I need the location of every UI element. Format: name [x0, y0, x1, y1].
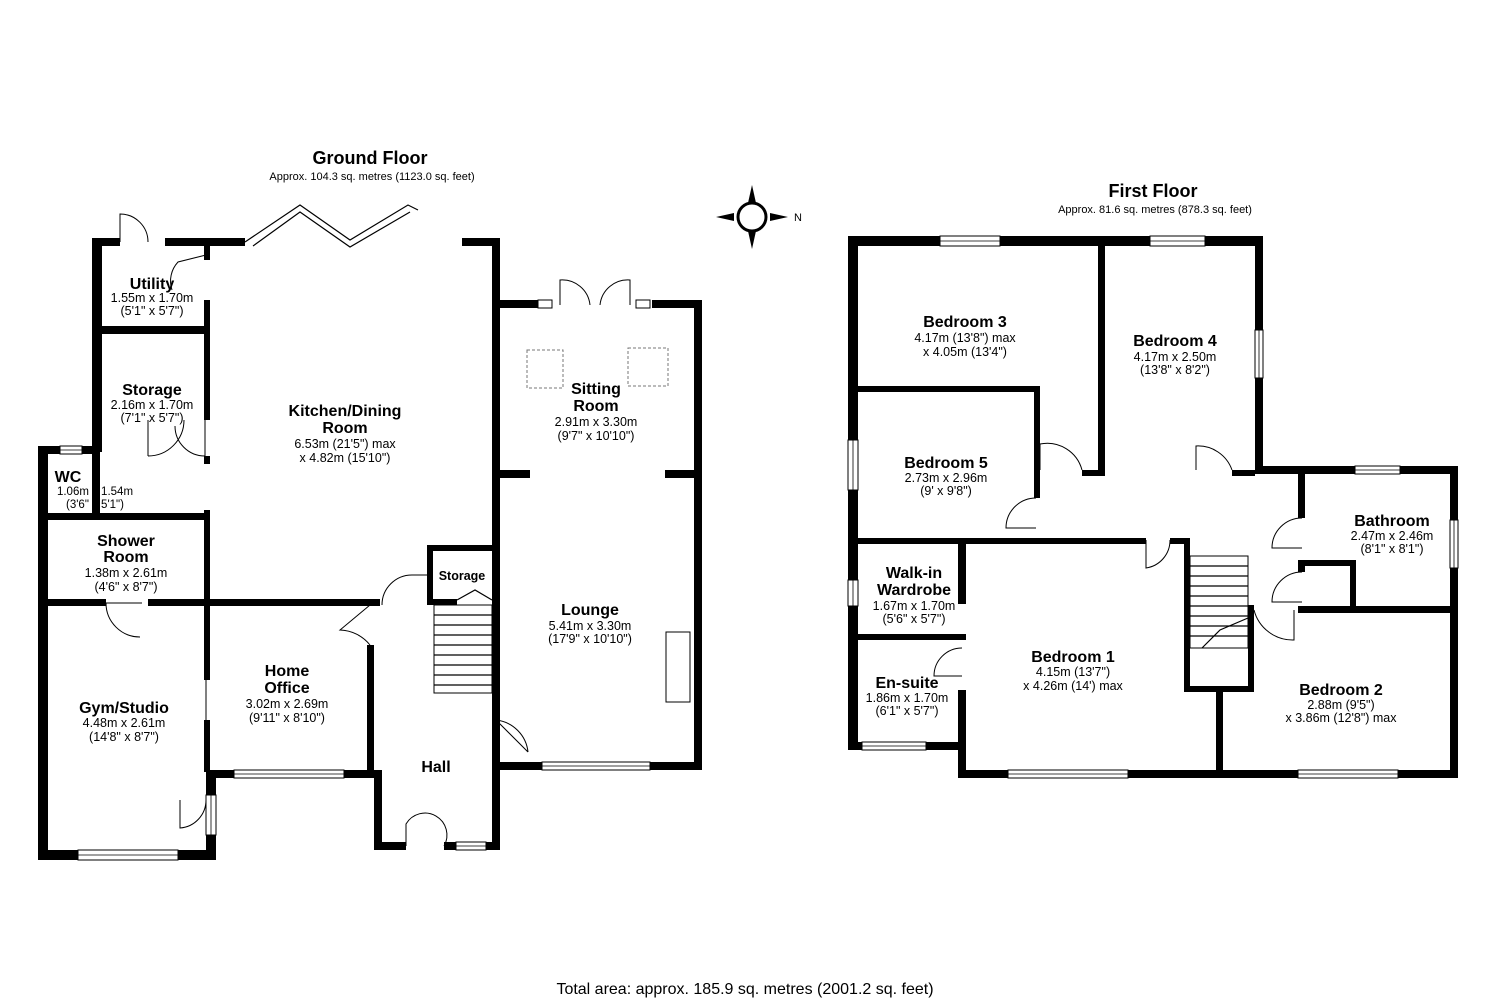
office-name-2: Office: [264, 680, 309, 697]
wardrobe-dim-metric: 1.67m x 1.70m: [873, 599, 956, 613]
bed2-name: Bedroom 2: [1299, 682, 1383, 699]
bed1-name: Bedroom 1: [1031, 649, 1115, 666]
first-floor-windows: [847, 235, 1459, 779]
sitting-name-2: Room: [573, 398, 618, 415]
wc-name: WC: [55, 469, 82, 486]
first-floor-stairs: [1189, 555, 1249, 649]
gym-dim-imperial: (14'8" x 8'7"): [89, 730, 159, 744]
kitchen-name-1: Kitchen/Dining: [289, 403, 402, 420]
kitchen-dim-2: x 4.82m (15'10"): [300, 451, 391, 465]
office-dim-imperial: (9'11" x 8'10"): [249, 711, 325, 725]
shower-name-2: Room: [103, 549, 148, 566]
lounge-name: Lounge: [561, 602, 619, 619]
storage-dim-imperial: (7'1" x 5'7"): [121, 411, 184, 425]
bed3-name: Bedroom 3: [923, 314, 1007, 331]
bed2-dim-2: x 3.86m (12'8") max: [1285, 711, 1397, 725]
kitchen-name-2: Room: [322, 420, 367, 437]
ground-floor-windows: [59, 204, 691, 861]
compass-icon: N: [716, 185, 802, 249]
sitting-dim-metric: 2.91m x 3.30m: [555, 415, 638, 429]
sitting-dim-imperial: (9'7" x 10'10"): [558, 429, 635, 443]
utility-name: Utility: [130, 276, 175, 293]
wardrobe-name-1: Walk-in: [886, 565, 942, 582]
shower-dim-metric: 1.38m x 2.61m: [85, 566, 168, 580]
bed5-name: Bedroom 5: [904, 455, 988, 472]
first-floor-area: Approx. 81.6 sq. metres (878.3 sq. feet): [1058, 204, 1252, 216]
first-floor-title: First Floor: [1109, 181, 1198, 201]
storage-name: Storage: [122, 382, 182, 399]
wardrobe-dim-imperial: (5'6" x 5'7"): [883, 612, 946, 626]
bed5-dim-metric: 2.73m x 2.96m: [905, 471, 988, 485]
ensuite-dim-metric: 1.86m x 1.70m: [866, 691, 949, 705]
bed3-dim-1: 4.17m (13'8") max: [914, 331, 1016, 345]
storage-dim-metric: 2.16m x 1.70m: [111, 398, 194, 412]
office-dim-metric: 3.02m x 2.69m: [246, 697, 329, 711]
utility-dim-metric: 1.55m x 1.70m: [111, 291, 194, 305]
compass-label: N: [794, 212, 802, 224]
shower-name-1: Shower: [97, 533, 155, 550]
ground-floor-title: Ground Floor: [313, 148, 428, 168]
wc-dim-imperial: (3'6" x 5'1"): [66, 499, 124, 511]
wardrobe-name-2: Wardrobe: [877, 582, 951, 599]
bed2-dim-1: 2.88m (9'5"): [1307, 698, 1374, 712]
lounge-dim-metric: 5.41m x 3.30m: [549, 619, 632, 633]
bed5-dim-imperial: (9' x 9'8"): [920, 484, 972, 498]
ground-floor-stairs: [433, 589, 493, 694]
office-name-1: Home: [265, 663, 310, 680]
lounge-dim-imperial: (17'9" x 10'10"): [548, 632, 632, 646]
ensuite-dim-imperial: (6'1" x 5'7"): [876, 704, 939, 718]
first-floor-labels: First Floor Approx. 81.6 sq. metres (878…: [866, 181, 1434, 725]
bed3-dim-2: x 4.05m (13'4"): [923, 345, 1007, 359]
kitchen-dim-1: 6.53m (21'5") max: [294, 437, 396, 451]
first-floor-walls: [848, 236, 1458, 778]
bed4-name: Bedroom 4: [1133, 333, 1217, 350]
utility-dim-imperial: (5'1" x 5'7"): [121, 304, 184, 318]
ground-floor-area: Approx. 104.3 sq. metres (1123.0 sq. fee…: [269, 171, 474, 183]
sitting-name-1: Sitting: [571, 381, 621, 398]
ground-floor-doors: [105, 213, 669, 847]
hall-name: Hall: [421, 759, 450, 776]
bath-name: Bathroom: [1354, 513, 1430, 530]
bed4-dim-imperial: (13'8" x 8'2"): [1140, 363, 1210, 377]
first-floor-doors: [933, 442, 1303, 677]
bed1-dim-1: 4.15m (13'7"): [1036, 665, 1110, 679]
shower-dim-imperial: (4'6" x 8'7"): [95, 580, 158, 594]
bath-dim-imperial: (8'1" x 8'1"): [1361, 542, 1424, 556]
hall-storage-name: Storage: [439, 569, 486, 583]
gym-dim-metric: 4.48m x 2.61m: [83, 716, 166, 730]
total-area: Total area: approx. 185.9 sq. metres (20…: [556, 981, 933, 998]
ensuite-name: En-suite: [875, 675, 938, 692]
bath-dim-metric: 2.47m x 2.46m: [1351, 529, 1434, 543]
bed4-dim-metric: 4.17m x 2.50m: [1134, 350, 1217, 364]
wc-dim-metric: 1.06m x 1.54m: [57, 486, 133, 498]
gym-name: Gym/Studio: [79, 700, 169, 717]
bed1-dim-2: x 4.26m (14') max: [1023, 679, 1123, 693]
ground-floor-labels: Ground Floor Approx. 104.3 sq. metres (1…: [55, 148, 638, 776]
